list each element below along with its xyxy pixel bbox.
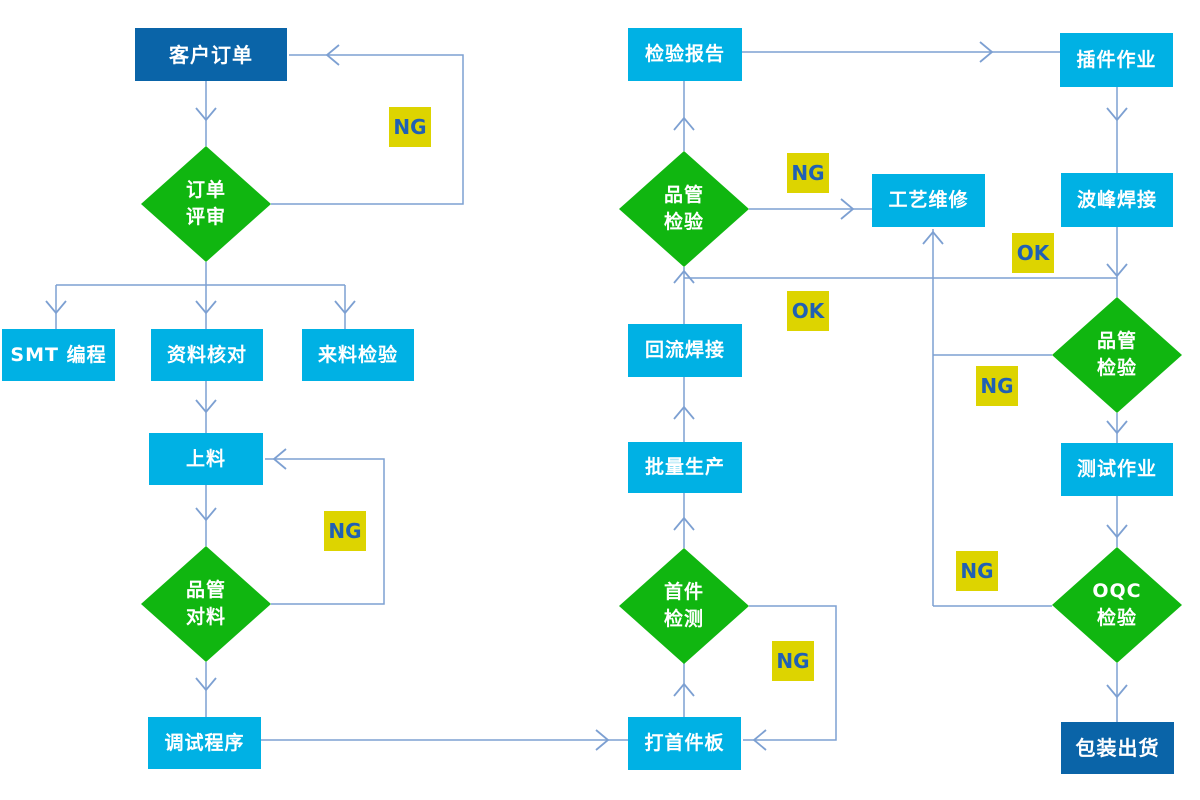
node-test-operation: 测试作业 [1061,443,1173,496]
node-plugin-operation: 插件作业 [1060,33,1173,87]
edge-label-ng-oqc: NG [956,551,998,591]
edge-label-ok-right: OK [1012,233,1054,273]
node-process-repair: 工艺维修 [872,174,985,227]
node-inspection-report: 检验报告 [628,28,742,81]
edge-label-ng-first-article: NG [772,641,814,681]
node-packing-shipment: 包装出货 [1061,722,1174,774]
node-smt-programming: SMT 编程 [2,329,115,381]
node-debug-program: 调试程序 [148,717,261,769]
edge-label-ok-mid: OK [787,291,829,331]
edge-label-ng-qc-mid: NG [787,153,829,193]
node-batch-production: 批量生产 [628,442,742,493]
node-reflow-soldering: 回流焊接 [628,324,742,377]
node-data-check: 资料核对 [151,329,263,381]
node-loading: 上料 [149,433,263,485]
edge-label-ng-qc-right: NG [976,366,1018,406]
node-wave-soldering: 波峰焊接 [1061,173,1173,227]
node-incoming-inspection: 来料检验 [302,329,414,381]
node-first-board: 打首件板 [628,717,741,770]
edge-label-ng-qc-material: NG [324,511,366,551]
node-customer-order: 客户订单 [135,28,287,81]
edge-label-ng-order-review: NG [389,107,431,147]
